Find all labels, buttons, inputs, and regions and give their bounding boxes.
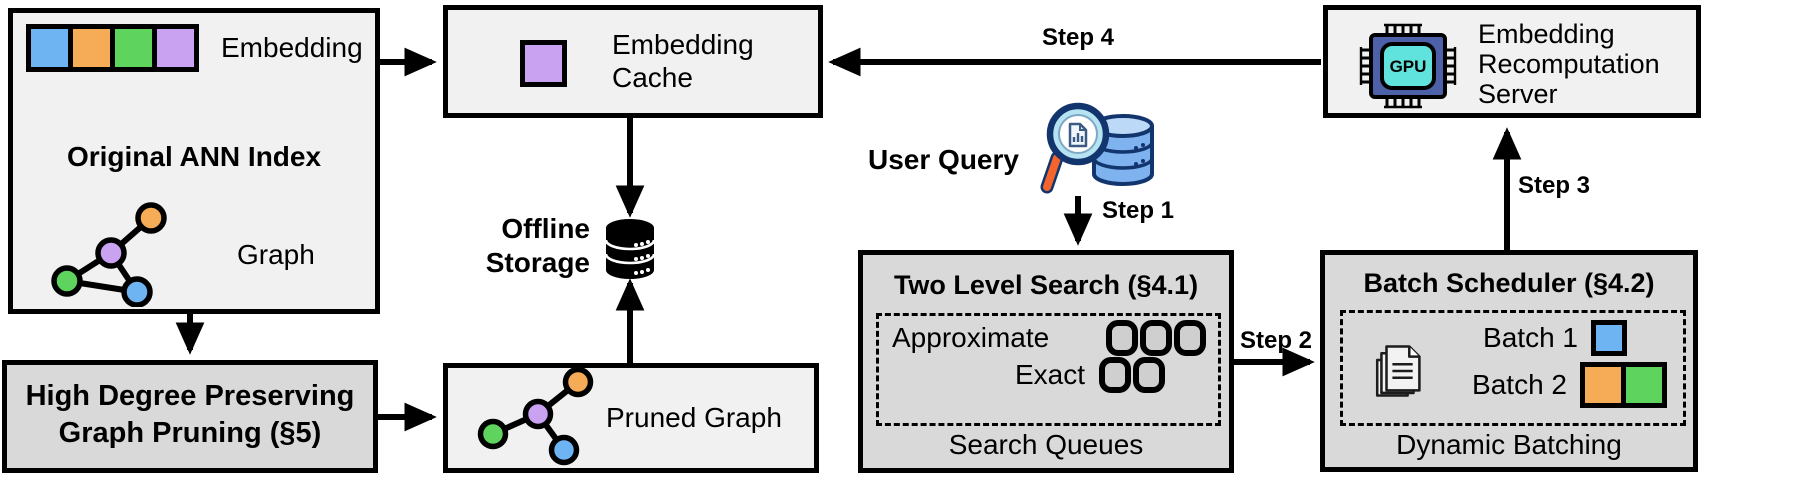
embedding-vector-icon [26, 24, 199, 72]
dynamic-batching-caption: Dynamic Batching [1396, 429, 1622, 460]
batch2-item-green [1626, 367, 1662, 403]
graph-label: Graph [237, 239, 315, 270]
database-icon [604, 219, 656, 279]
pruned-graph-icon [477, 368, 594, 466]
graph-pruning-title-line2: Graph Pruning (§5) [58, 417, 322, 449]
embedding-cache-label-line1: Embedding [612, 29, 754, 60]
batch2-label: Batch 2 [1472, 369, 1567, 400]
approximate-label: Approximate [892, 322, 1050, 353]
gpu-chip-icon: GPU [1359, 23, 1457, 109]
original-ann-index-title: Original ANN Index [66, 141, 322, 172]
cached-embedding-icon [520, 40, 567, 87]
batch1-item-blue [1591, 320, 1627, 356]
queue-slot [1140, 320, 1172, 356]
gpu-chip-label: GPU [1390, 57, 1427, 76]
document-glyph [1068, 122, 1088, 148]
approximate-queue-slots [1106, 320, 1206, 356]
exact-queue-slots [1099, 357, 1165, 393]
exact-label: Exact [1014, 359, 1085, 390]
original-ann-index-box: Embedding Original ANN Index Graph [8, 8, 380, 314]
search-queues-panel: Approximate Exact [876, 313, 1221, 426]
step3-label: Step 3 [1518, 172, 1591, 199]
embedding-cell-green [115, 29, 152, 67]
queue-slot [1133, 357, 1165, 393]
user-query-label: User Query [868, 144, 1019, 175]
two-level-search-title: Two Level Search (§4.1) [893, 270, 1199, 300]
pruned-graph-box: Pruned Graph [443, 363, 819, 473]
embedding-cell-orange [73, 29, 110, 67]
server-label-line2: Recomputation [1478, 49, 1660, 79]
two-level-search-box: Two Level Search (§4.1) Approximate Exac… [858, 250, 1234, 473]
graph-pruning-title-line1: High Degree Preserving [25, 380, 355, 412]
user-query-icon [1040, 102, 1154, 194]
batch2-item-orange [1585, 367, 1621, 403]
offline-storage-label-line2: Storage [485, 247, 590, 278]
batch-scheduler-title: Batch Scheduler (§4.2) [1363, 268, 1655, 298]
server-label-line1: Embedding [1478, 19, 1615, 49]
step1-label: Step 1 [1102, 197, 1175, 224]
step2-label: Step 2 [1240, 327, 1313, 354]
step4-label: Step 4 [1042, 24, 1115, 51]
server-label-line3: Server [1478, 79, 1558, 109]
batch2-items [1580, 362, 1667, 408]
graph-icon [51, 202, 167, 307]
documents-icon [1375, 345, 1421, 397]
embedding-cache-label-line2: Cache [612, 62, 693, 93]
embedding-cell-purple [157, 29, 194, 67]
recomputation-server-box: GPU Embedding Recomputation Server [1323, 5, 1701, 118]
graph-pruning-box: High Degree Preserving Graph Pruning (§5… [2, 360, 378, 473]
batch1-label: Batch 1 [1483, 322, 1578, 353]
queue-slot [1106, 320, 1138, 356]
pruned-graph-label: Pruned Graph [606, 402, 782, 433]
queue-slot [1099, 357, 1131, 393]
batch-scheduler-box: Batch Scheduler (§4.2) Batch 1 Batch 2 [1320, 250, 1698, 472]
embedding-label: Embedding [221, 32, 363, 63]
queue-slot [1174, 320, 1206, 356]
offline-storage-label-line1: Offline [501, 213, 590, 244]
embedding-cell-blue [31, 29, 68, 67]
dynamic-batching-panel: Batch 1 Batch 2 [1340, 310, 1686, 426]
search-queues-caption: Search Queues [948, 429, 1144, 460]
embedding-cache-box: Embedding Cache [443, 5, 823, 118]
magnifier-glyph [1040, 102, 1110, 194]
